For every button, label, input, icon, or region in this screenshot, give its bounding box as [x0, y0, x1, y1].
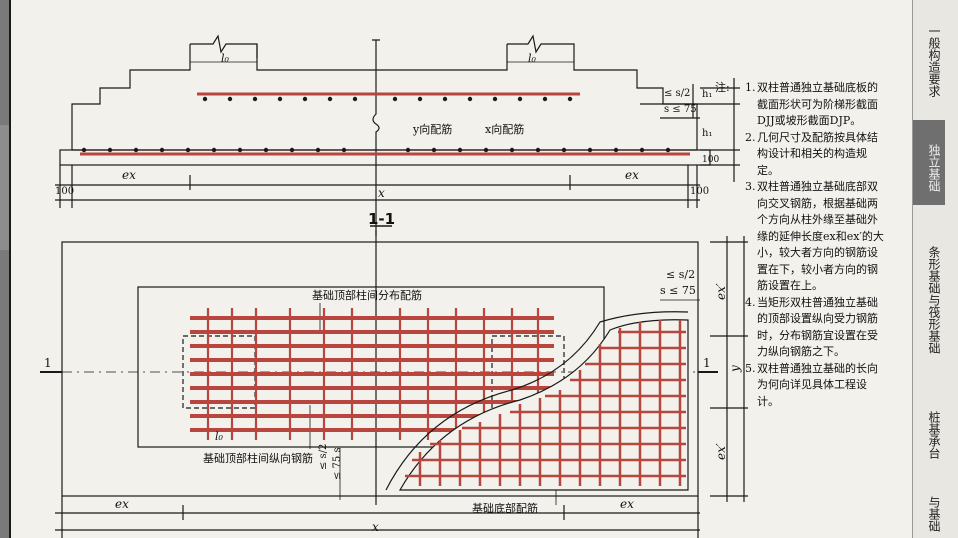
plan-s-half-top: ≤ s/2: [666, 268, 696, 281]
tab-isolated[interactable]: 独立基础: [927, 143, 941, 192]
section-break: [372, 39, 380, 180]
plan-dim-exp-top: ex′: [714, 283, 728, 300]
plan-s-75-bottom: ≤ 75 s: [332, 447, 343, 480]
dim-100-end: 100: [690, 186, 710, 197]
tab-strip-raft[interactable]: 条形基础与筏形基础: [927, 246, 941, 354]
note-item: 5.双柱普通独立基础的长向为何向详见具体工程设计。: [745, 361, 878, 408]
dim-ex-right: ex: [625, 168, 639, 182]
plan-s-half-bottom: ≤ s/2: [318, 443, 329, 470]
section-outline: [59, 34, 711, 166]
y-rebar-label: y向配筋: [413, 123, 453, 136]
notes-prefix: 注:: [715, 81, 730, 94]
note-item: 4.当矩形双柱普通独立基础的顶部设置纵向受力钢筋时，分布钢筋宜设置在受力纵向钢筋…: [745, 295, 878, 359]
tab-general[interactable]: 一般构造要求: [927, 25, 941, 97]
top-longitudinal-label: 基础顶部柱间纵向钢筋: [203, 452, 313, 465]
rebar-dots: [81, 96, 671, 153]
dim-100-left: 100: [55, 186, 75, 197]
plan-dim-ex-left: ex: [115, 497, 129, 511]
l0-label-right: l₀: [528, 52, 536, 65]
plan-dim-x: x: [372, 520, 379, 534]
bottom-mesh-cutaway: [385, 311, 689, 491]
section-mark-left: 1: [44, 356, 52, 370]
bottom-rebar-label: 基础底部配筋: [472, 502, 538, 515]
tab-misc[interactable]: 与基础: [927, 496, 941, 532]
left-binding-band: [0, 125, 10, 250]
s-75-label: s ≤ 75: [664, 104, 697, 115]
l0-label-left: l₀: [221, 52, 229, 65]
h1-label-mid: h₁: [702, 128, 713, 139]
section-mark-right: 1: [703, 356, 711, 370]
plan-l0-label: l₀: [215, 430, 223, 443]
plan-s-75-top: s ≤ 75: [660, 284, 696, 297]
design-notes: 注: 1.双柱普通独立基础底板的截面形状可为阶梯形截面DJJ或坡形截面DJP。 …: [715, 80, 887, 410]
top-distribution-label: 基础顶部柱间分布配筋: [312, 289, 422, 302]
note-item: 2.几何尺寸及配筋按具体结构设计和相关的构造规定。: [745, 130, 878, 177]
dim-x-section: x: [378, 186, 385, 200]
plan-dim-ex-right: ex: [620, 497, 634, 511]
active-tab-band: [913, 120, 945, 205]
h1-label-top: h₁: [702, 89, 713, 100]
right-tab-strip: [912, 0, 958, 538]
x-rebar-label: x向配筋: [485, 123, 525, 136]
tab-pile-cap[interactable]: 桩基承台: [927, 411, 941, 459]
note-item: 1.双柱普通独立基础底板的截面形状可为阶梯形截面DJJ或坡形截面DJP。: [745, 81, 878, 127]
plan-outline: [61, 241, 699, 497]
dim-100-right: 100: [702, 155, 720, 165]
note-item: 3.双柱普通独立基础底部双向交叉钢筋，根据基础两个方向从柱外缘至基础外缘的延伸长…: [745, 180, 884, 292]
plan-dim-exp-bottom: ex′: [714, 443, 728, 460]
dim-ex-left: ex: [122, 168, 136, 182]
s-half-label: ≤ s/2: [664, 88, 691, 99]
section-title: 1-1: [368, 210, 396, 228]
